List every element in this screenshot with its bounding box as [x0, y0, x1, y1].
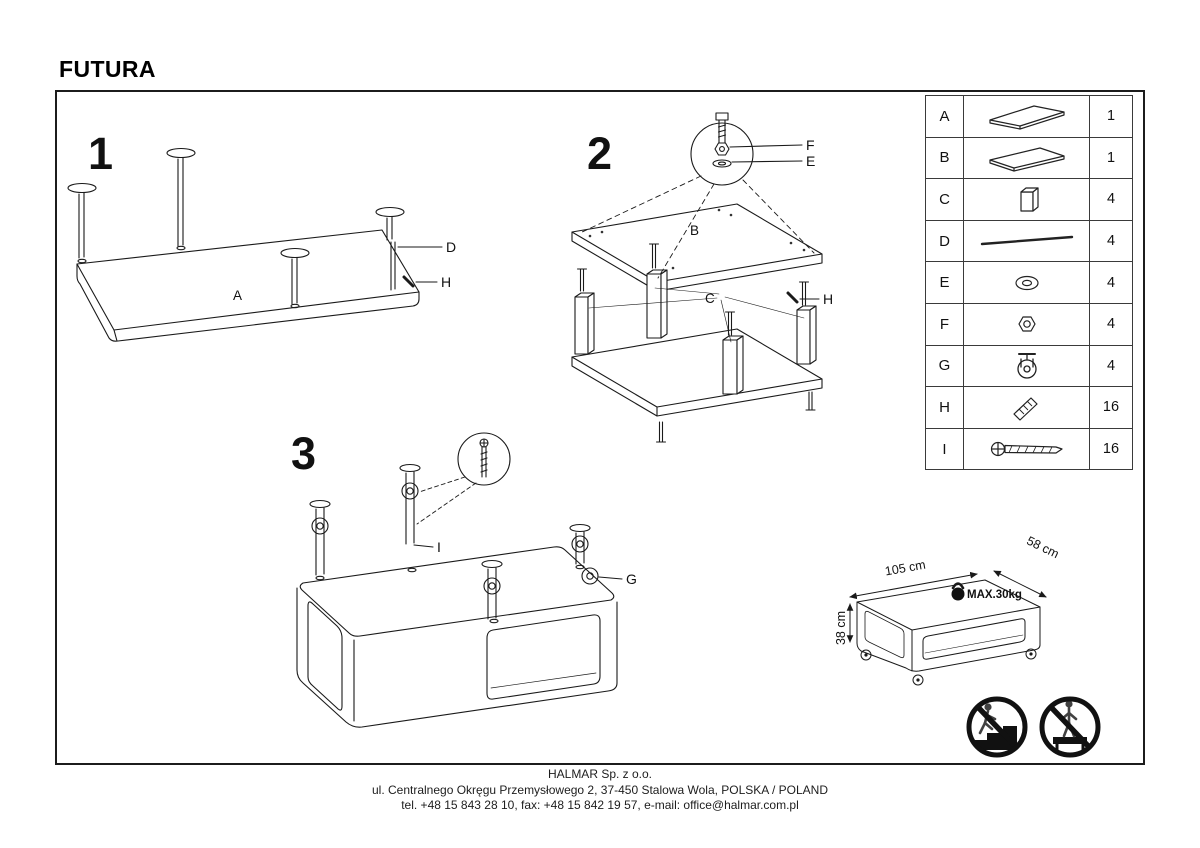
- part-qty: 16: [1090, 387, 1133, 429]
- parts-table: A 1 B 1 C 4 D 4 E 4 F 4 G: [925, 95, 1133, 471]
- part-g-icon: [964, 345, 1090, 388]
- part-letter: G: [926, 345, 964, 388]
- footer-company: HALMAR Sp. z o.o.: [547, 767, 653, 781]
- step1-part-a-label: A: [233, 288, 242, 303]
- step1-callout-d: D: [446, 239, 456, 255]
- part-letter: A: [926, 96, 964, 138]
- step3-number: 3: [291, 428, 316, 479]
- part-letter: F: [926, 303, 964, 346]
- part-b-icon: [964, 137, 1090, 180]
- part-c-icon: [964, 179, 1090, 221]
- step2-callout-h: H: [823, 291, 833, 307]
- part-a-icon: [964, 96, 1090, 138]
- footer: HALMAR Sp. z o.o. ul. Centralnego Okręgu…: [0, 767, 1200, 814]
- step2-detail-circle: [690, 112, 803, 186]
- step2-diagram: [571, 112, 823, 443]
- step2-callout-f: F: [806, 137, 815, 153]
- max-load-icon: [951, 582, 965, 601]
- part-letter: B: [926, 137, 964, 180]
- step1-number: 1: [88, 128, 113, 179]
- warning-no-climb-icon: [966, 696, 1028, 758]
- part-letter: C: [926, 179, 964, 221]
- part-letter: E: [926, 262, 964, 304]
- warning-no-stand-icon: [1039, 696, 1101, 758]
- assembly-diagram-svg: 1 A D H: [67, 112, 1101, 758]
- step3-detail-circle: [457, 432, 511, 486]
- part-f-icon: [964, 303, 1090, 346]
- part-letter: H: [926, 387, 964, 429]
- step2-number: 2: [587, 128, 612, 179]
- part-qty: 16: [1090, 428, 1133, 471]
- part-qty: 4: [1090, 179, 1133, 221]
- part-d-icon: [964, 220, 1090, 263]
- part-qty: 4: [1090, 345, 1133, 388]
- part-qty: 4: [1090, 262, 1133, 304]
- product-title: FUTURA: [59, 56, 156, 82]
- step1-diagram: [67, 147, 443, 342]
- footer-address: ul. Centralnego Okręgu Przemysłowego 2, …: [371, 782, 828, 797]
- part-letter: D: [926, 220, 964, 263]
- part-qty: 1: [1090, 96, 1133, 138]
- part-qty: 4: [1090, 303, 1133, 346]
- step2-callout-e: E: [806, 153, 815, 169]
- step3-diagram: [296, 432, 623, 728]
- part-qty: 1: [1090, 137, 1133, 180]
- detail-projection-lines: [579, 175, 815, 279]
- step2-part-c-label: C: [705, 291, 715, 306]
- dim-length-label: 105 cm: [884, 558, 927, 579]
- part-qty: 4: [1090, 220, 1133, 263]
- step3-callout-i: I: [437, 539, 441, 555]
- dim-height-label: 38 cm: [834, 611, 848, 645]
- dimensions-diagram: [846, 570, 1047, 686]
- part-i-icon: [964, 428, 1090, 471]
- footer-contact: tel. +48 15 843 28 10, fax: +48 15 842 1…: [401, 798, 799, 812]
- part-letter: I: [926, 428, 964, 471]
- step1-callout-h: H: [441, 274, 451, 290]
- part-c-leader-lines: [588, 287, 805, 343]
- part-e-icon: [964, 262, 1090, 304]
- detail-projection-lines-step3: [416, 476, 477, 525]
- step3-callout-g: G: [626, 571, 637, 587]
- step2-part-b-label: B: [690, 223, 699, 238]
- max-load-label: MAX.30kg: [967, 589, 1022, 601]
- dim-depth-label: 58 cm: [1024, 534, 1061, 562]
- part-h-icon: [964, 387, 1090, 429]
